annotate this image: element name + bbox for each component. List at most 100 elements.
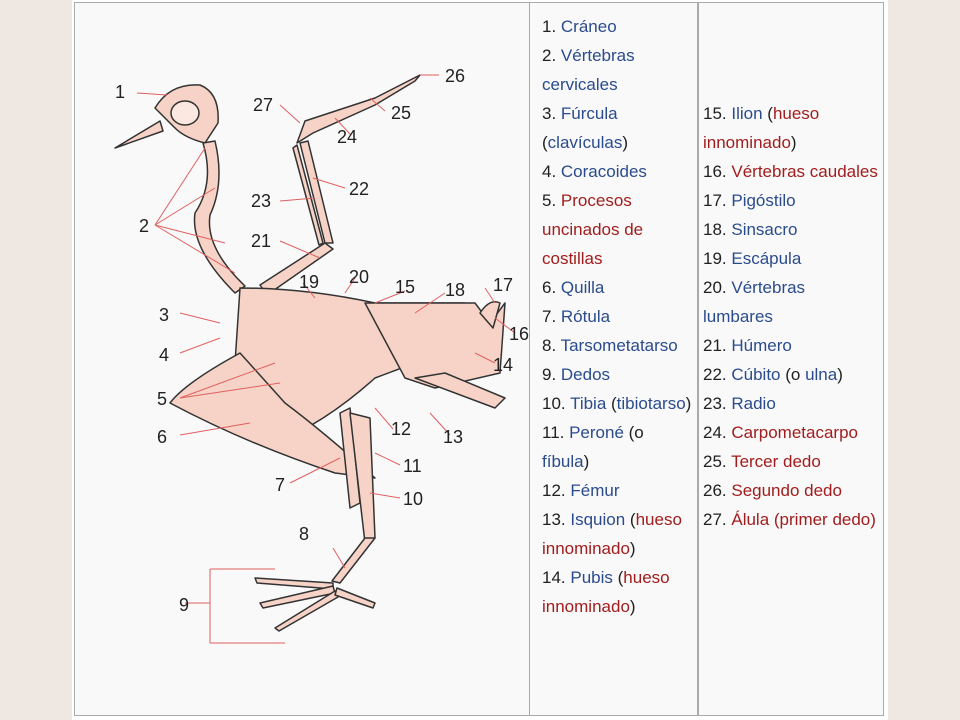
keel-shape (169, 352, 376, 479)
legend-link[interactable]: Tarsometatarso (560, 336, 678, 355)
pubis-shape (414, 372, 506, 409)
legend-link[interactable]: ulna (805, 365, 838, 384)
skeleton-drawing (114, 74, 506, 632)
legend-text: ( (762, 104, 773, 123)
legend-link[interactable]: hueso innominado (542, 568, 670, 616)
legend-link[interactable]: Carpometacarpo (731, 423, 858, 442)
callout-10: 10 (403, 489, 423, 509)
legend-number: 9. (542, 365, 561, 384)
legend-link[interactable]: Dedos (560, 365, 611, 384)
legend-link[interactable]: Isquion (570, 510, 626, 529)
hand-shape (296, 74, 421, 144)
legend-item-24: 24. Carpometacarpo (703, 418, 879, 447)
callout-6: 6 (157, 427, 167, 447)
legend-number: 13. (542, 510, 571, 529)
legend-link[interactable]: Fúrcula (560, 104, 618, 123)
legend-link[interactable]: fíbula (542, 452, 584, 471)
callout-8: 8 (299, 524, 309, 544)
legend-number: 15. (703, 104, 732, 123)
legend-link[interactable]: Vértebras cervicales (542, 46, 635, 94)
callout-20: 20 (349, 267, 369, 287)
legend-link[interactable]: Pubis (570, 568, 613, 587)
legend-item-17: 17. Pigóstilo (703, 186, 879, 215)
legend-item-19: 19. Escápula (703, 244, 879, 273)
legend-text: ) (622, 133, 628, 152)
legend-item-15: 15. Ilion (hueso innominado) (703, 99, 879, 157)
legend-number: 22. (703, 365, 732, 384)
legend-link[interactable]: Ilion (731, 104, 763, 123)
legend-number: 11. (542, 423, 570, 442)
legend-link[interactable]: Escápula (731, 249, 802, 268)
legend-link[interactable]: hueso innominado (703, 104, 820, 152)
legend-text: (o (780, 365, 806, 384)
legend-item-12: 12. Fémur (542, 476, 693, 505)
legend-link[interactable]: Tercer dedo (731, 452, 821, 471)
callout-9: 9 (179, 595, 189, 615)
legend-text: ) (685, 394, 692, 413)
callout-16: 16 (509, 324, 529, 344)
legend-number: 25. (703, 452, 732, 471)
callout-4: 4 (159, 345, 169, 365)
legend-number: 10. (542, 394, 571, 413)
callout-17: 17 (493, 275, 513, 295)
callout-1: 1 (115, 82, 125, 102)
legend-link[interactable]: Vértebras caudales (731, 162, 878, 181)
legend-number: 21. (703, 336, 732, 355)
legend-number: 4. (542, 162, 561, 181)
legend-link[interactable]: Vértebras lumbares (703, 278, 806, 326)
callout-24: 24 (337, 127, 357, 147)
toe-4-shape (334, 587, 376, 609)
legend-item-1: 1. Cráneo (542, 12, 693, 41)
pygostyle-shape (479, 301, 501, 329)
callout-21: 21 (251, 231, 271, 251)
legend-link[interactable]: Segundo dedo (731, 481, 842, 500)
legend-link[interactable]: Coracoides (560, 162, 647, 181)
callout-13: 13 (443, 427, 463, 447)
beak-shape (114, 120, 164, 149)
callout-23: 23 (251, 191, 271, 211)
toe-1-shape (254, 577, 334, 590)
legend-link[interactable]: Pigóstilo (731, 191, 796, 210)
callout-22: 22 (349, 179, 369, 199)
legend-link[interactable]: Fémur (570, 481, 620, 500)
legend-link[interactable]: Álula (primer dedo) (731, 510, 876, 529)
legend-link[interactable]: Procesos uncinados de costillas (542, 191, 644, 268)
ulna-shape (299, 140, 334, 244)
legend-number: 5. (542, 191, 561, 210)
legend-link[interactable]: hueso innominado (542, 510, 682, 558)
legend-item-27: 27. Álula (primer dedo) (703, 505, 879, 534)
callout-5: 5 (157, 389, 167, 409)
legend-item-25: 25. Tercer dedo (703, 447, 879, 476)
legend-link[interactable]: Cráneo (560, 17, 617, 36)
legend-item-18: 18. Sinsacro (703, 215, 879, 244)
legend-number: 27. (703, 510, 732, 529)
legend-item-11: 11. Peroné (o fíbula) (542, 418, 693, 476)
callout-27: 27 (253, 95, 273, 115)
legend-link[interactable]: Quilla (560, 278, 605, 297)
legend-number: 23. (703, 394, 732, 413)
legend-text: ) (837, 365, 843, 384)
callout-19: 19 (299, 272, 319, 292)
callout-11: 11 (403, 456, 422, 476)
legend-link[interactable]: Peroné (569, 423, 624, 442)
legend-text: ( (606, 394, 617, 413)
legend-link[interactable]: Cúbito (731, 365, 781, 384)
legend-number: 17. (703, 191, 732, 210)
callout-3: 3 (159, 305, 169, 325)
legend-number: 6. (542, 278, 561, 297)
pelvis-shape (364, 302, 506, 389)
legend-number: 7. (542, 307, 561, 326)
callout-7: 7 (275, 475, 285, 495)
legend-link[interactable]: Húmero (731, 336, 792, 355)
legend-number: 2. (542, 46, 561, 65)
callout-12: 12 (391, 419, 411, 439)
legend-link[interactable]: Sinsacro (731, 220, 798, 239)
legend-link[interactable]: clavículas (547, 133, 623, 152)
legend-text: ( (612, 568, 624, 587)
legend-link[interactable]: Radio (731, 394, 776, 413)
legend-link[interactable]: Rótula (560, 307, 611, 326)
legend-item-21: 21. Húmero (703, 331, 879, 360)
legend-link[interactable]: tibiotarso (616, 394, 686, 413)
legend-text: (o (623, 423, 644, 442)
legend-link[interactable]: Tibia (570, 394, 607, 413)
